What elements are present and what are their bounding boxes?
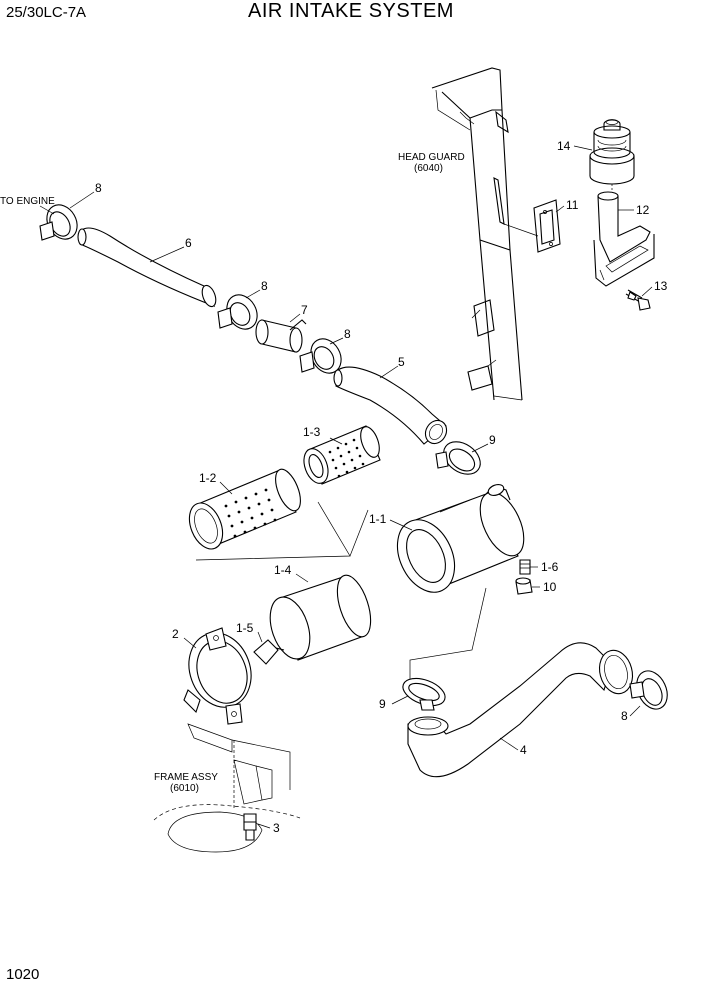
- part-1-1-air-cleaner-housing: [396, 484, 525, 593]
- callout-8-upper-clamp: 8: [261, 279, 268, 293]
- part-3-bolt: [243, 813, 257, 841]
- callout-13: 13: [654, 279, 668, 293]
- callout-8-lower-clamp: 8: [621, 709, 628, 723]
- note-to-engine: TO ENGINE: [0, 196, 55, 207]
- part-2-band-bracket: [183, 627, 252, 725]
- model-number: 25/30LC-7A: [6, 4, 87, 21]
- callout-10: 10: [543, 580, 557, 594]
- callout-3: 3: [273, 821, 280, 835]
- part-11-gasket: [503, 199, 561, 253]
- part-9-clamp-lower: [402, 677, 446, 711]
- part-9-clamp-upper: [435, 441, 481, 475]
- part-10-indicator: [515, 577, 533, 595]
- page-number: 1020: [6, 966, 40, 983]
- callout-14: 14: [557, 139, 571, 153]
- part-1-4-cover: [269, 574, 372, 661]
- frame-assy: [153, 723, 301, 853]
- part-6-hose: [77, 227, 217, 308]
- callout-11: 11: [566, 198, 579, 212]
- part-1-6-valve: [519, 559, 531, 575]
- callout-8-engine-clamp: 8: [95, 181, 102, 195]
- exploded-view-lines: [195, 501, 487, 686]
- callout-1-3: 1-3: [303, 425, 321, 439]
- callout-9-lower: 9: [379, 697, 386, 711]
- leader-lines: [39, 145, 653, 829]
- note-head-guard-ref: (6040): [414, 163, 443, 174]
- part-5-bent-hose: [333, 366, 448, 445]
- part-1-3-inner-element: [303, 425, 381, 485]
- callout-6: 6: [185, 236, 192, 250]
- callout-1-2: 1-2: [199, 471, 217, 485]
- page-title: AIR INTAKE SYSTEM: [248, 0, 454, 22]
- note-head-guard: HEAD GUARD: [398, 152, 465, 163]
- note-frame-assy: FRAME ASSY: [154, 772, 218, 783]
- part-14-precleaner-cap: [589, 119, 635, 192]
- callout-12: 12: [636, 203, 650, 217]
- part-8-clamp-lower: [629, 670, 668, 710]
- callout-1-1: 1-1: [369, 512, 387, 526]
- callout-5: 5: [398, 355, 405, 369]
- part-8-clamp-upper: [217, 294, 258, 330]
- part-12-intake-elbow: [593, 191, 655, 287]
- part-8-clamp-engine: [39, 204, 78, 241]
- callout-9-upper: 9: [489, 433, 496, 447]
- note-frame-assy-ref: (6010): [170, 783, 199, 794]
- callout-7: 7: [301, 303, 308, 317]
- callout-8-mid-clamp: 8: [344, 327, 351, 341]
- callout-1-5: 1-5: [236, 621, 254, 635]
- part-4-lower-hose: [407, 642, 634, 778]
- callout-1-6: 1-6: [541, 560, 559, 574]
- part-1-5-wing-nut: [253, 639, 285, 665]
- part-13-bolt: [625, 289, 651, 311]
- part-7-connector-tube: [255, 319, 307, 353]
- callout-2: 2: [172, 627, 179, 641]
- part-1-2-outer-element: [188, 468, 301, 550]
- callout-4: 4: [520, 743, 527, 757]
- head-guard-pillar: [431, 67, 523, 401]
- callout-1-4: 1-4: [274, 563, 292, 577]
